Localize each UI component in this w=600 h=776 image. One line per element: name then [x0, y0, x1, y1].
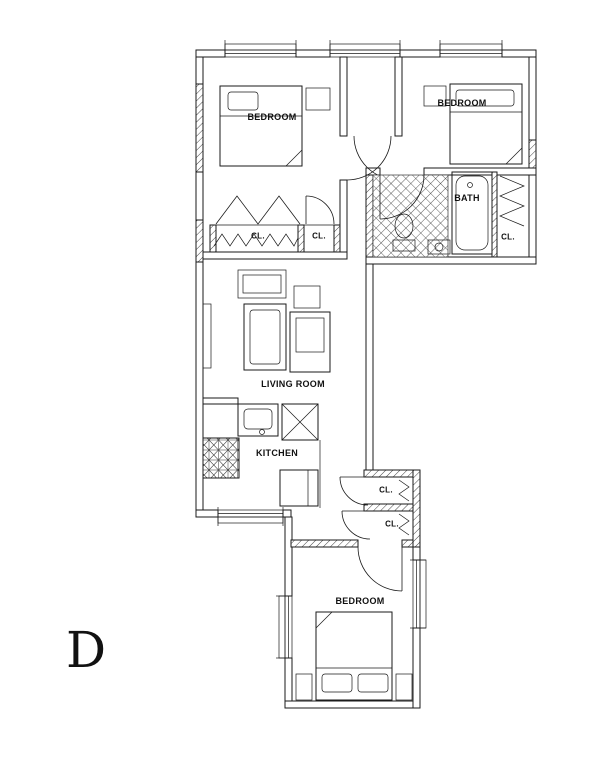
label-living-room: LIVING ROOM: [261, 379, 325, 389]
closet-shelf: [398, 479, 410, 502]
hall-closet-doors: [339, 476, 371, 540]
window-bedroom-right: [410, 559, 427, 629]
kitchen-sink: [237, 403, 279, 437]
nightstand: [295, 673, 313, 701]
toilet: [392, 213, 416, 252]
tile-floor: [372, 174, 449, 258]
closet-shelf: [398, 513, 410, 536]
label-bedroom-top-right: BEDROOM: [437, 98, 487, 108]
label-bath: BATH: [454, 193, 480, 203]
label-closet-hall-upper: CL.: [379, 485, 393, 495]
kitchen-fixtures: [202, 403, 321, 508]
label-closet-bedroom-left: CL.: [251, 231, 265, 241]
label-closet-hall-lower: CL.: [385, 519, 399, 529]
refrigerator: [279, 469, 319, 507]
stove: [281, 403, 319, 441]
label-bedroom-top-left: BEDROOM: [247, 112, 297, 122]
bath-door: [379, 174, 425, 220]
label-bedroom-bottom: BEDROOM: [335, 596, 385, 606]
closet-hanger-rod: [213, 233, 299, 247]
window-top-2: [329, 40, 401, 58]
windows: [217, 40, 503, 659]
sofa: [243, 303, 287, 371]
unit-letter: D: [65, 621, 107, 679]
label-kitchen: KITCHEN: [255, 448, 299, 458]
closet-door: [305, 195, 335, 225]
bed-top-right: [423, 83, 523, 165]
bifold-doors: [215, 195, 301, 225]
label-closet-bath: CL.: [501, 232, 515, 242]
window-top-1: [224, 40, 297, 58]
exterior-walls: [195, 49, 537, 709]
label-closet-bedroom-mid: CL.: [312, 231, 326, 241]
bottom-bedroom-door: [357, 546, 403, 592]
radiator: [202, 303, 212, 369]
bed-bottom: [295, 611, 413, 701]
bedroom-closets: [209, 195, 341, 253]
window-bottom-left: [217, 507, 284, 526]
window-bedroom-left: [276, 595, 293, 659]
range: [202, 437, 240, 479]
nightstand: [305, 87, 331, 111]
bathtub: [451, 171, 493, 255]
hall-closets: [339, 476, 410, 540]
bathroom-fixtures: [372, 171, 525, 258]
living-room-furniture: [202, 269, 331, 373]
bath-sink: [427, 239, 451, 255]
nightstand: [395, 673, 413, 701]
table: [237, 269, 287, 299]
bed-top-left: [219, 85, 331, 167]
linen-closet-shelves: [499, 175, 525, 227]
nightstand: [423, 85, 447, 107]
window-top-3: [439, 40, 503, 58]
armchair-group: [289, 285, 331, 373]
